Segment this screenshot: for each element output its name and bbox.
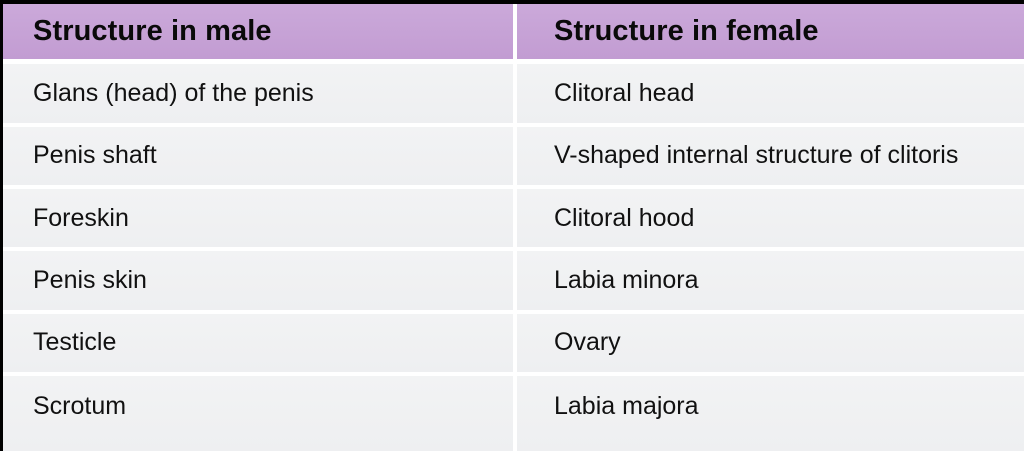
table-row: Penis skin Labia minora [3, 251, 1024, 310]
cell-female-label: Ovary [554, 328, 621, 357]
cell-female-label: V-shaped internal structure of clitoris [554, 141, 959, 170]
top-border [0, 0, 1024, 4]
cell-female: Clitoral head [517, 64, 1024, 123]
cell-female: Clitoral hood [517, 188, 1024, 248]
column-gutter [513, 313, 517, 372]
row-separator [3, 247, 1024, 252]
table-row: Scrotum Labia majora [3, 375, 1024, 451]
cell-male-label: Penis skin [33, 265, 147, 294]
anatomy-comparison-table: Structure in male Structure in female Gl… [3, 4, 1024, 451]
row-separator [3, 122, 1024, 127]
column-header-male-label: Structure in male [33, 15, 272, 48]
column-gutter [513, 64, 517, 123]
cell-female: Labia majora [517, 375, 1024, 451]
cell-female-label: Labia minora [554, 265, 699, 294]
cell-male: Scrotum [3, 375, 513, 451]
column-gutter [513, 188, 517, 248]
column-header-male: Structure in male [3, 4, 513, 60]
table-row: Glans (head) of the penis Clitoral head [3, 64, 1024, 123]
cell-male-label: Scrotum [33, 391, 127, 420]
cell-female: V-shaped internal structure of clitoris [517, 126, 1024, 185]
cell-male: Penis shaft [3, 126, 513, 185]
table-row: Foreskin Clitoral hood [3, 188, 1024, 248]
header-separator [3, 59, 1024, 65]
column-header-female-label: Structure in female [554, 15, 819, 48]
cell-female-label: Clitoral hood [554, 203, 695, 232]
column-gutter [513, 251, 517, 310]
cell-female-label: Labia majora [554, 391, 699, 420]
cell-male: Testicle [3, 313, 513, 372]
cell-male: Glans (head) of the penis [3, 64, 513, 123]
table-header-row: Structure in male Structure in female [3, 4, 1024, 60]
cell-male-label: Foreskin [33, 203, 129, 232]
row-separator [3, 309, 1024, 314]
column-header-female: Structure in female [517, 4, 1024, 60]
cell-male: Penis skin [3, 251, 513, 310]
row-separator [3, 371, 1024, 376]
column-gutter [513, 375, 517, 451]
cell-male-label: Testicle [33, 328, 117, 357]
cell-female: Ovary [517, 313, 1024, 372]
table-row: Penis shaft V-shaped internal structure … [3, 126, 1024, 185]
cell-male: Foreskin [3, 188, 513, 248]
cell-male-label: Glans (head) of the penis [33, 78, 314, 107]
table-row: Testicle Ovary [3, 313, 1024, 372]
column-gutter [513, 4, 517, 60]
left-border [0, 0, 3, 451]
cell-female-label: Clitoral head [554, 78, 695, 107]
cell-male-label: Penis shaft [33, 141, 157, 170]
row-separator [3, 184, 1024, 189]
column-gutter [513, 126, 517, 185]
cell-female: Labia minora [517, 251, 1024, 310]
